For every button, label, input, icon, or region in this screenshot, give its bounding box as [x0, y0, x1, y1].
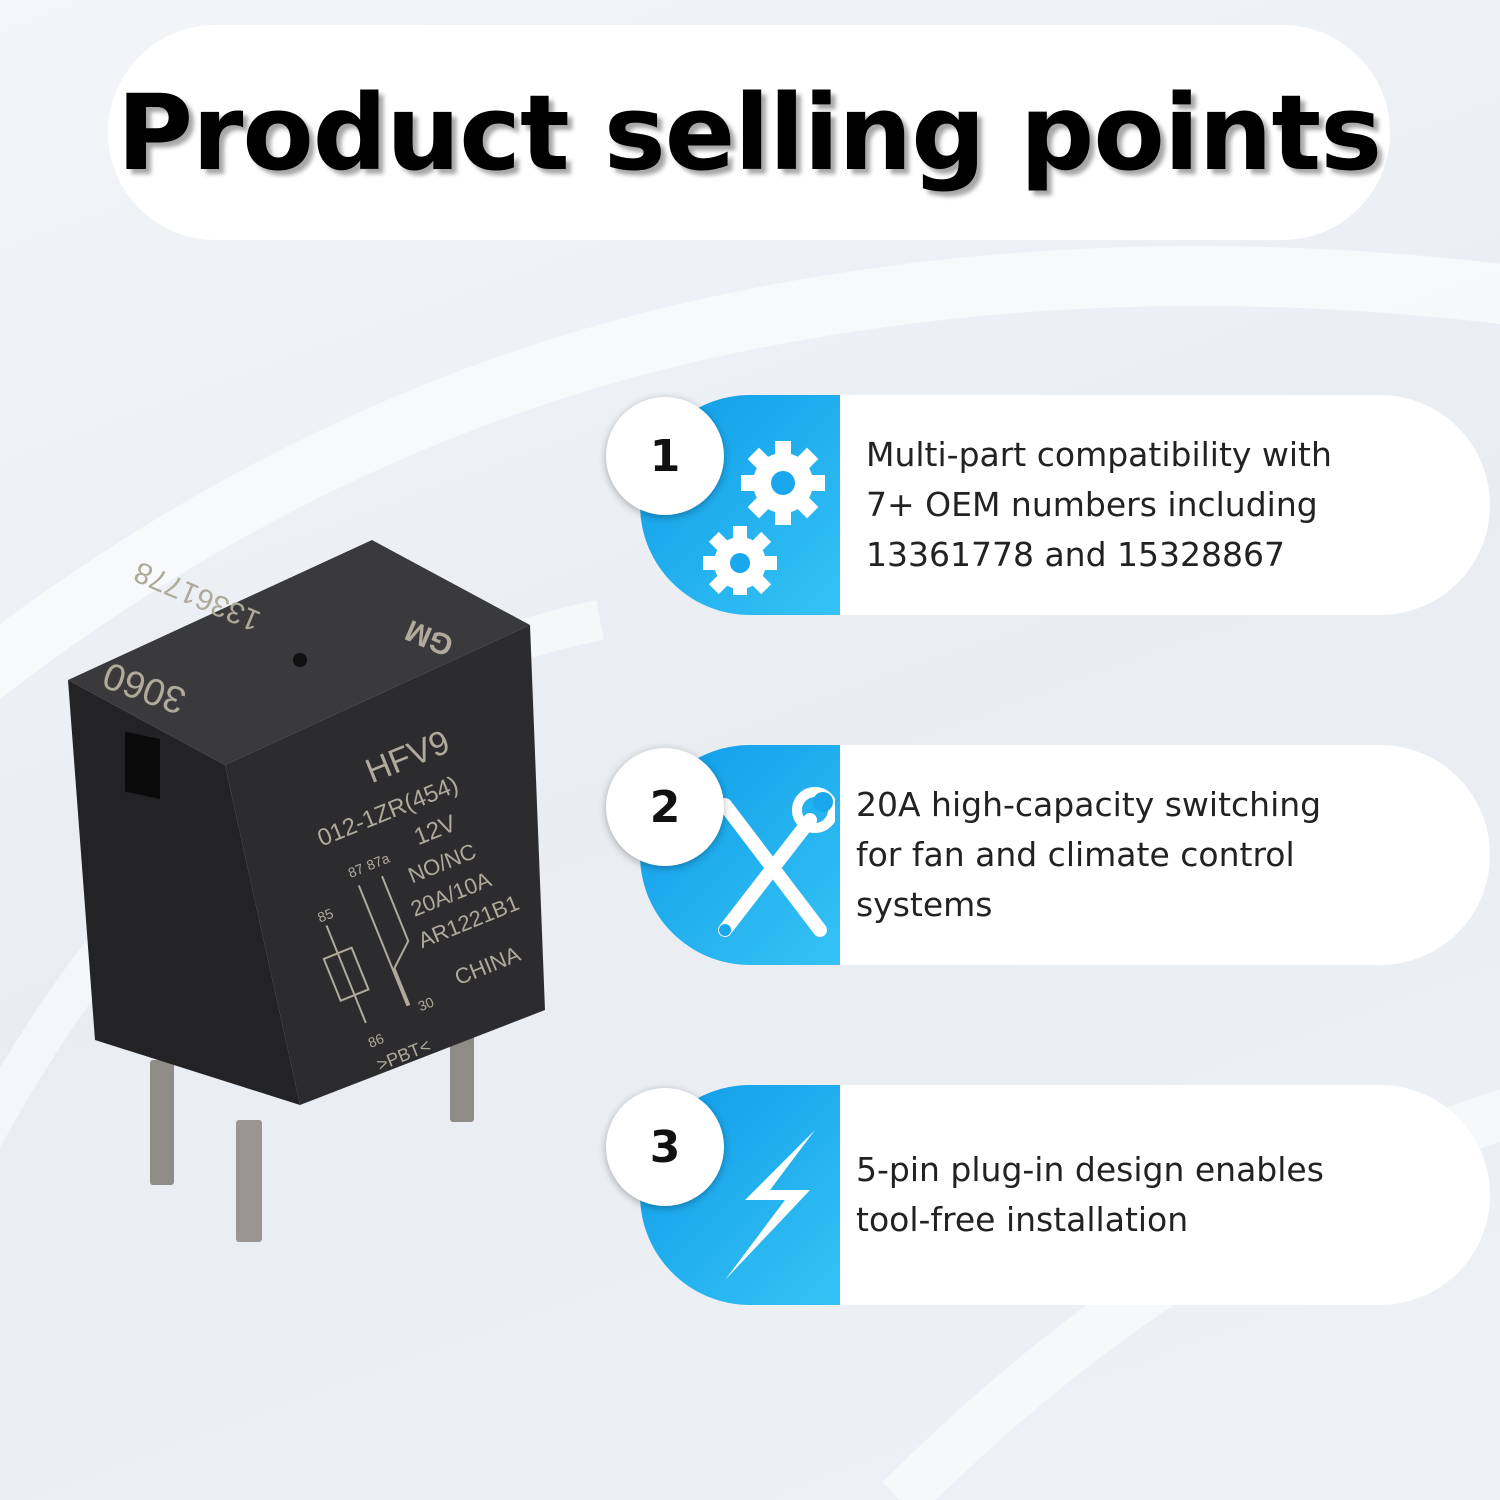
relay-top-face: [68, 540, 530, 765]
gears-icon: [703, 441, 825, 595]
tools-icon: [718, 787, 835, 937]
number-badge-2: 2: [606, 748, 724, 866]
selling-point-card-2: 20A high-capacity switching for fan and c…: [640, 745, 1490, 965]
relay-vent: [293, 653, 307, 667]
number-badge-3: 3: [606, 1088, 724, 1206]
text-line: 20A high-capacity switching: [856, 785, 1322, 824]
selling-point-card-1: Multi-part compatibility with 7+ OEM numb…: [640, 395, 1490, 615]
selling-point-card-3: 5-pin plug-in design enables tool-free in…: [640, 1085, 1490, 1305]
text-line: Multi-part compatibility with: [866, 435, 1332, 474]
relay-product-image: 3060 13361778 GM HFV9 012-1ZR(454) 12V N…: [68, 540, 545, 1242]
page-title: Product selling points: [116, 71, 1382, 194]
pin-label: 87: [346, 860, 367, 881]
text-line: tool-free installation: [856, 1200, 1189, 1239]
pin-label: 85: [315, 905, 336, 926]
text-line: systems: [856, 885, 993, 924]
relay-slot: [125, 731, 160, 800]
text-line: 13361778 and 15328867: [866, 535, 1285, 574]
selling-point-text: 20A high-capacity switching for fan and c…: [856, 745, 1321, 965]
pin-label: 30: [416, 994, 437, 1015]
text-line: 7+ OEM numbers including: [866, 485, 1318, 524]
title-banner: Product selling points: [108, 25, 1390, 240]
selling-point-text: 5-pin plug-in design enables tool-free in…: [856, 1085, 1324, 1305]
number-badge-1: 1: [606, 397, 724, 515]
selling-point-text: Multi-part compatibility with 7+ OEM numb…: [866, 395, 1332, 615]
relay-pins: [150, 1020, 474, 1242]
pin-label: 86: [366, 1030, 387, 1051]
text-line: for fan and climate control: [856, 835, 1295, 874]
text-line: 5-pin plug-in design enables: [856, 1150, 1324, 1189]
relay-front-face: [225, 625, 545, 1105]
